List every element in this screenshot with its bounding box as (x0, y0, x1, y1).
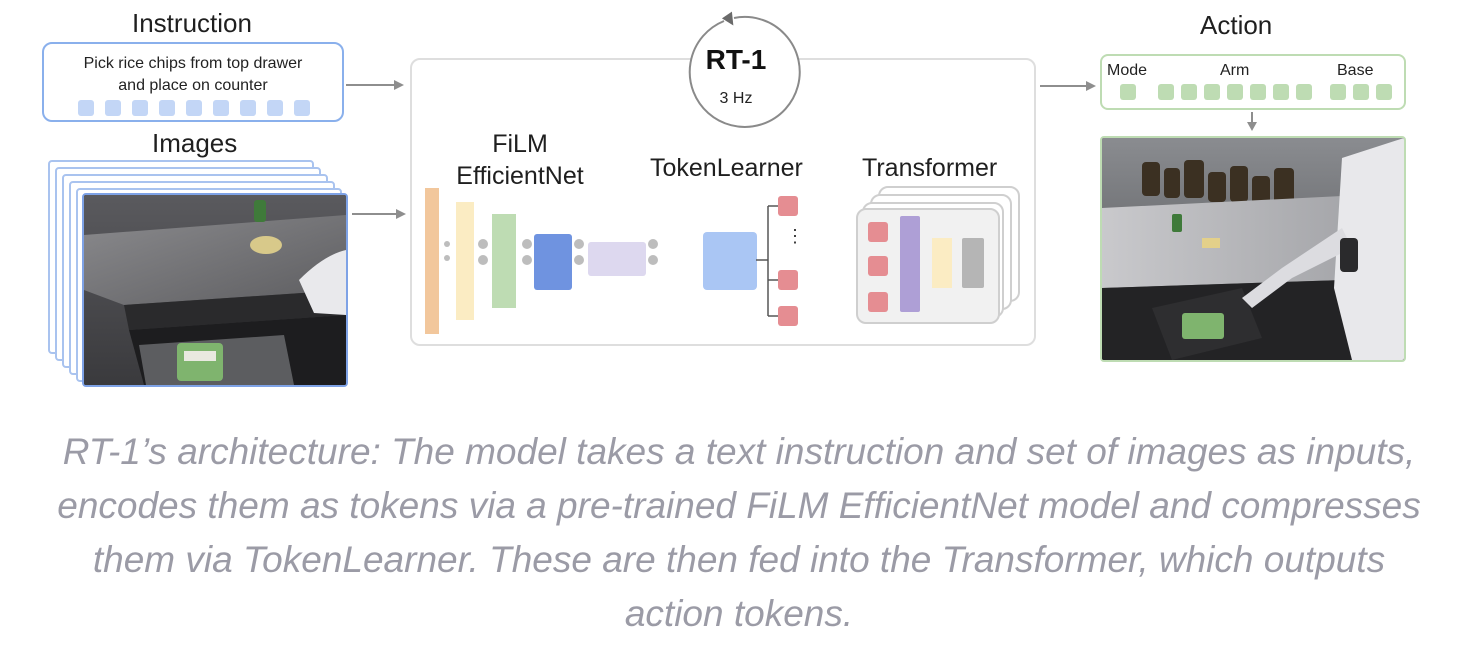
instruction-token (78, 100, 94, 116)
instruction-token (186, 100, 202, 116)
action-arm-label: Arm (1220, 62, 1250, 79)
arm-token (1273, 84, 1289, 100)
input-layer (425, 188, 439, 334)
learned-token (778, 270, 798, 290)
arm-token (1296, 84, 1312, 100)
arm-token (1158, 84, 1174, 100)
feedforward-block (932, 238, 952, 288)
base-token (1353, 84, 1369, 100)
conv-layer-1 (456, 202, 474, 320)
tokenlearner-label: TokenLearner (650, 154, 803, 182)
film-layer (492, 214, 516, 308)
caption-line: encodes them as tokens via a pre-trained… (57, 485, 1421, 526)
arm-token (1250, 84, 1266, 100)
instruction-title: Instruction (132, 8, 252, 38)
images-title: Images (152, 128, 238, 158)
efficientnet-block (534, 234, 572, 290)
learned-token (778, 306, 798, 326)
arm-token (1181, 84, 1197, 100)
caption-line: action tokens. (624, 593, 854, 634)
instruction-token (240, 100, 256, 116)
transformer-input-token (868, 256, 888, 276)
transformer-layer-front (856, 208, 1000, 324)
caption-line: RT-1’s architecture: The model takes a t… (62, 431, 1416, 472)
transformer-input-token (868, 292, 888, 312)
tokenlearner-block (703, 232, 757, 290)
robot-action-image (1100, 136, 1406, 362)
action-base-label: Base (1337, 62, 1374, 79)
instruction-token (267, 100, 283, 116)
drawer-scene-illustration (84, 195, 346, 385)
film-efficientnet-label: FiLM EfficientNet (456, 130, 584, 190)
arm-token (1227, 84, 1243, 100)
transformer-label: Transformer (862, 154, 998, 182)
efficientnet-output-block (588, 242, 646, 276)
rt1-loop-badge (688, 11, 801, 128)
instruction-box: Pick rice chips from top drawer and plac… (42, 42, 344, 122)
film-efficientnet-blocks (425, 188, 658, 334)
transformer-input-token (868, 222, 888, 242)
image-stack (48, 160, 350, 390)
rt1-title: RT-1 (705, 44, 767, 75)
action-title: Action (1200, 10, 1273, 40)
base-token (1330, 84, 1346, 100)
instruction-text: Pick rice chips from top drawer and plac… (83, 55, 303, 94)
instruction-token (132, 100, 148, 116)
instruction-token (213, 100, 229, 116)
output-block (962, 238, 984, 288)
arm-token (1204, 84, 1220, 100)
attention-block (900, 216, 920, 312)
instruction-token (294, 100, 310, 116)
base-token (1376, 84, 1392, 100)
instruction-token (105, 100, 121, 116)
figure-caption: RT-1’s architecture: The model takes a t… (0, 425, 1478, 641)
instruction-token (159, 100, 175, 116)
action-mode-label: Mode (1107, 62, 1148, 79)
tokenlearner-tree (756, 196, 798, 326)
robot-scene-illustration (1102, 138, 1404, 360)
rt1-frequency: 3 Hz (719, 90, 753, 107)
robot-camera-image (82, 193, 348, 387)
mode-token (1120, 84, 1136, 100)
token-ellipsis: ⋮ (786, 226, 804, 246)
action-tokens-box: Mode Arm Base (1100, 54, 1406, 110)
caption-line: them via TokenLearner. These are then fe… (92, 539, 1386, 580)
learned-token (778, 196, 798, 216)
